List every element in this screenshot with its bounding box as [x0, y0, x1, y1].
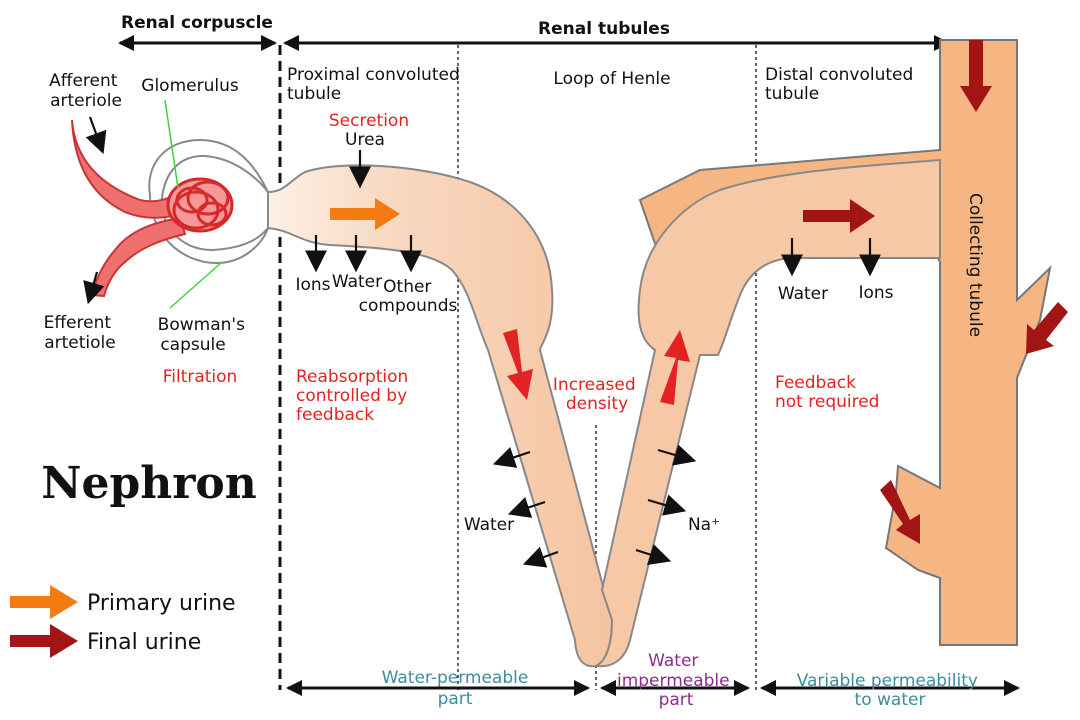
proximal-header: Proximal convoluted tubule: [287, 65, 465, 104]
renal-tubules-heading: Renal tubules: [538, 19, 670, 39]
glomerulus-shape: [166, 177, 234, 233]
secretion-label: Secretion: [329, 111, 409, 131]
collecting-tubule-label: Collecting tubule: [965, 193, 985, 337]
arrows-black: [83, 116, 881, 568]
loop-water-label: Water: [464, 515, 514, 535]
bowmans-capsule-shape: [148, 138, 269, 264]
efferent-label: Efferent artetiole: [44, 313, 117, 353]
sodium-label: Na⁺: [688, 515, 720, 535]
reabsorption-label: Reabsorption controlled by feedback: [296, 367, 414, 425]
final-urine-arrows: [503, 40, 1068, 544]
variable-permeability-label: Variable permeability to water: [797, 671, 984, 710]
water-label: Water: [332, 272, 382, 292]
renal-corpuscle-heading: Renal corpuscle: [121, 13, 273, 33]
efferent-arteriole-shape: [90, 216, 187, 298]
distal-ions-label: Ions: [858, 283, 893, 303]
ions-label: Ions: [295, 275, 330, 295]
glomerulus-label: Glomerulus: [141, 76, 239, 96]
urea-label: Urea: [345, 130, 385, 150]
water-permeable-label: Water-permeable: [382, 668, 529, 688]
feedback-not-required-label: Feedback not required: [775, 373, 879, 412]
distal-header: Distal convoluted tubule: [765, 65, 919, 104]
increased-density-label: Increased density: [553, 375, 641, 414]
diagram-title: Nephron: [41, 458, 257, 509]
legend-final-swatch: [10, 624, 78, 658]
water-impermeable-label: Water impermeable part: [617, 651, 735, 710]
bowmans-pointer: [169, 261, 223, 309]
legend: Primary urine Final urine: [10, 585, 236, 658]
water-permeable-part-label: part: [438, 689, 473, 709]
primary-urine-arrow: [330, 198, 400, 230]
ascending-limb-shape: [592, 158, 941, 668]
distal-water-label: Water: [778, 284, 828, 304]
other-compounds-label: Other compounds: [359, 277, 458, 316]
filtration-label: Filtration: [163, 367, 238, 387]
bowmans-label: Bowman's capsule: [158, 315, 251, 355]
legend-final-label: Final urine: [87, 630, 201, 655]
afferent-label: Afferent arteriole: [49, 71, 123, 111]
legend-primary-swatch: [10, 585, 78, 619]
top-range-arrows: [118, 35, 950, 51]
bottom-range-arrows: [286, 680, 1020, 696]
legend-primary-label: Primary urine: [87, 591, 236, 616]
glomerulus-pointer: [164, 99, 179, 189]
loop-header: Loop of Henle: [553, 69, 670, 89]
